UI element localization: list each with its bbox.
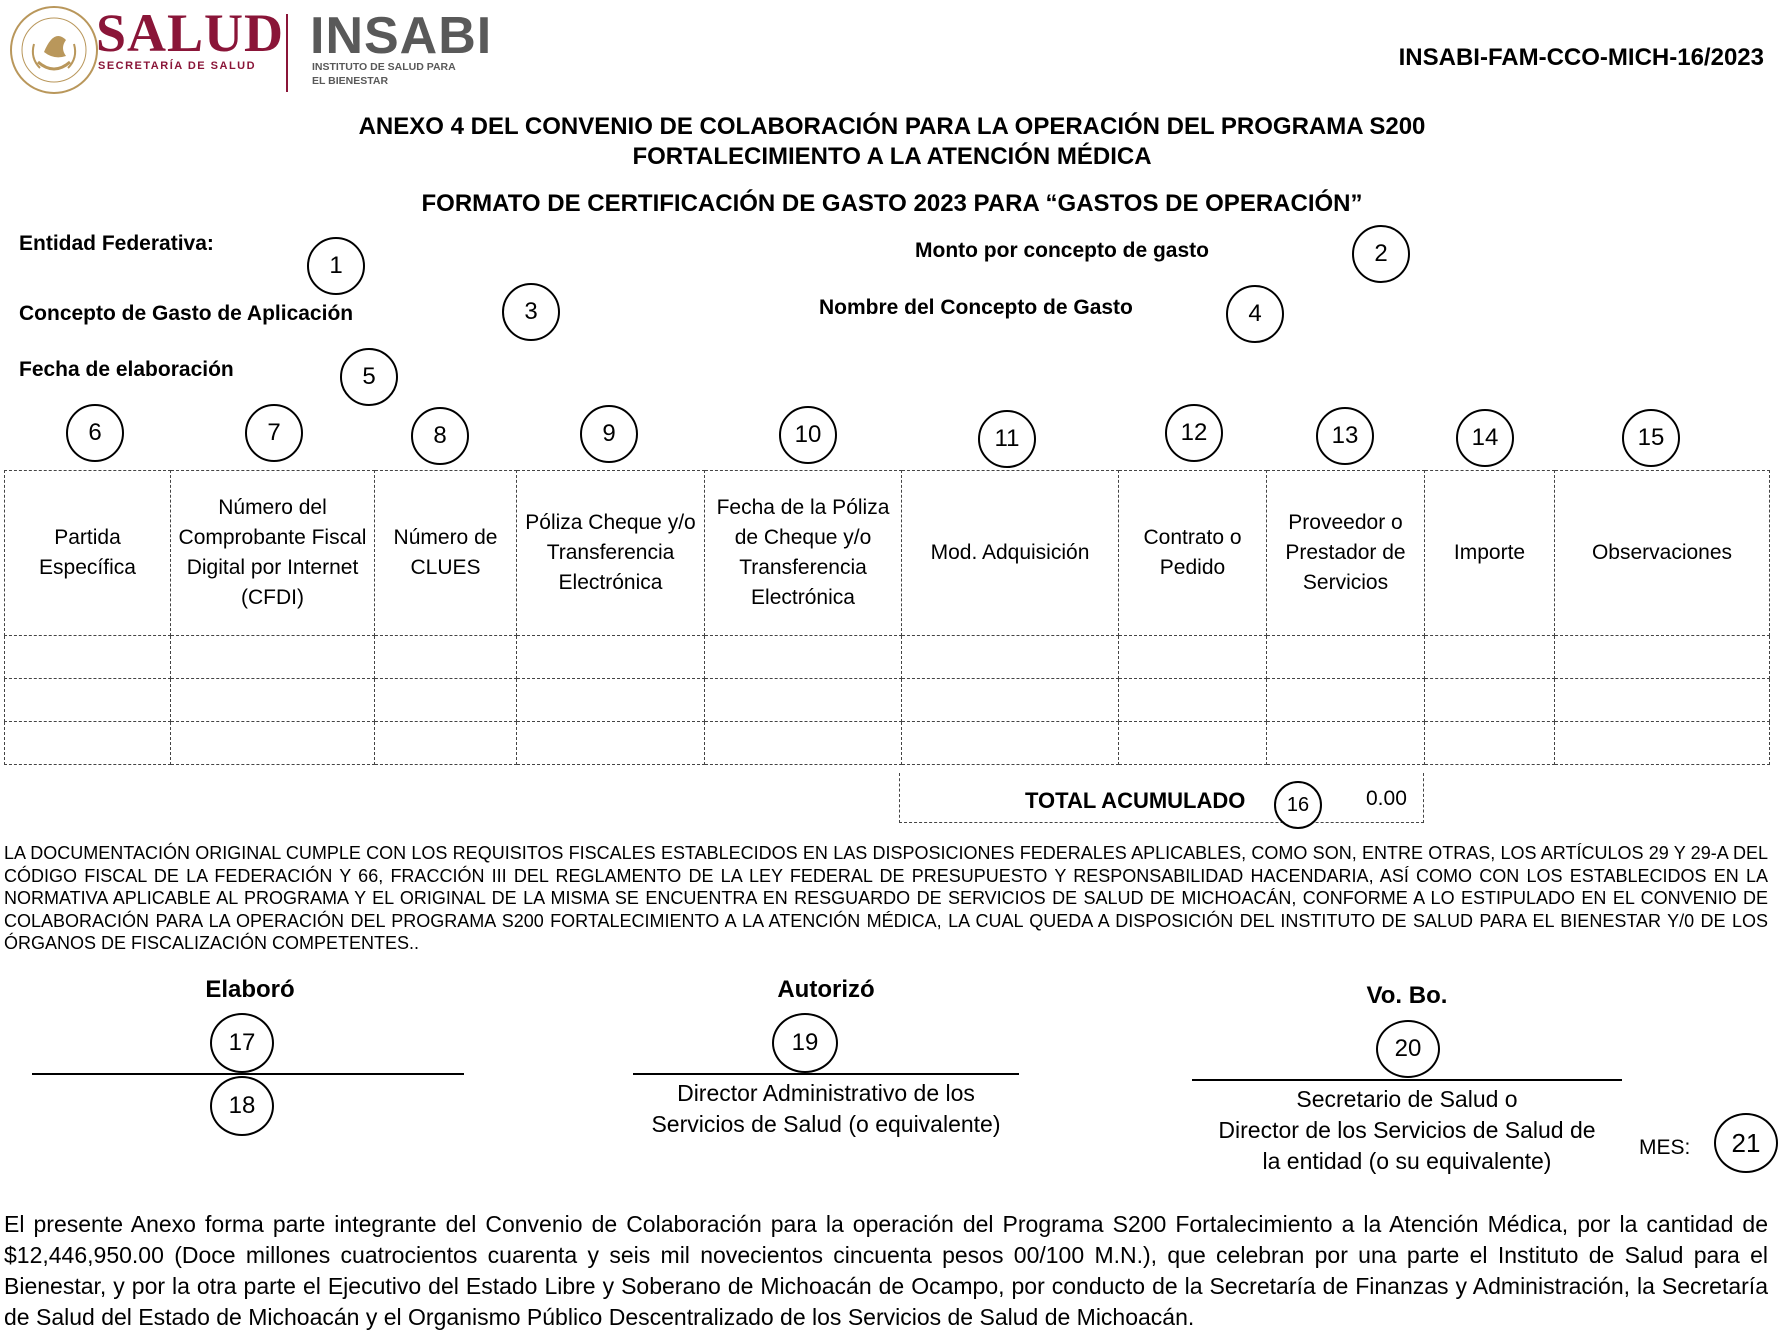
marker-15: 15 bbox=[1622, 409, 1680, 467]
table-cell[interactable] bbox=[516, 721, 705, 765]
table-cell[interactable] bbox=[704, 721, 902, 765]
table-header-row: Partida Específica Número del Comprobant… bbox=[4, 470, 1770, 636]
table-cell[interactable] bbox=[516, 678, 705, 722]
header-importe: Importe bbox=[1424, 470, 1555, 636]
table-cell[interactable] bbox=[4, 721, 171, 765]
mes-label: MES: bbox=[1639, 1136, 1691, 1159]
table-cell[interactable] bbox=[374, 721, 517, 765]
table-cell[interactable] bbox=[704, 635, 902, 679]
table-cell[interactable] bbox=[1554, 678, 1770, 722]
header-cfdi: Número del Comprobante Fiscal Digital po… bbox=[170, 470, 375, 636]
total-value: 0.00 bbox=[1366, 787, 1407, 810]
vobo-role-1: Secretario de Salud o bbox=[1296, 1086, 1518, 1112]
marker-9: 9 bbox=[580, 405, 638, 463]
table-cell[interactable] bbox=[374, 678, 517, 722]
autorizo-signature-line bbox=[633, 1073, 1019, 1075]
salud-logo-subtitle: SECRETARÍA DE SALUD bbox=[98, 60, 257, 72]
vobo-role-2: Director de los Servicios de Salud de bbox=[1218, 1117, 1596, 1143]
table-cell[interactable] bbox=[374, 635, 517, 679]
marker-11: 11 bbox=[978, 410, 1036, 468]
salud-logo-text: SALUD bbox=[96, 3, 285, 63]
nombre-concepto-label: Nombre del Concepto de Gasto bbox=[819, 296, 1133, 319]
footer-text: El presente Anexo forma parte integrante… bbox=[4, 1211, 1768, 1330]
table-cell[interactable] bbox=[1424, 678, 1555, 722]
total-box bbox=[899, 773, 1424, 823]
marker-10: 10 bbox=[779, 406, 837, 464]
table-cell[interactable] bbox=[1118, 721, 1267, 765]
table-cell[interactable] bbox=[4, 678, 171, 722]
mexican-seal-icon bbox=[10, 6, 98, 94]
header-partida: Partida Específica bbox=[4, 470, 171, 636]
header-fecha-poliza: Fecha de la Póliza de Cheque y/o Transfe… bbox=[704, 470, 902, 636]
vobo-role-3: la entidad (o su equivalente) bbox=[1262, 1148, 1552, 1174]
table-cell[interactable] bbox=[4, 635, 171, 679]
autorizo-role-1: Director Administrativo de los bbox=[677, 1080, 975, 1106]
vobo-title: Vo. Bo. bbox=[1366, 982, 1448, 1009]
concepto-label: Concepto de Gasto de Aplicación bbox=[19, 302, 354, 325]
marker-5: 5 bbox=[340, 348, 398, 406]
total-label: TOTAL ACUMULADO bbox=[1025, 788, 1246, 813]
marker-17: 17 bbox=[210, 1013, 274, 1073]
document-code: INSABI-FAM-CCO-MICH-16/2023 bbox=[1398, 44, 1764, 71]
marker-14: 14 bbox=[1456, 409, 1514, 467]
marker-3: 3 bbox=[502, 283, 560, 341]
title-line-2: FORTALECIMIENTO A LA ATENCIÓN MÉDICA bbox=[632, 143, 1152, 170]
table-cell[interactable] bbox=[901, 635, 1119, 679]
header-observaciones: Observaciones bbox=[1554, 470, 1770, 636]
table-cell[interactable] bbox=[170, 678, 375, 722]
marker-4: 4 bbox=[1226, 285, 1284, 343]
marker-19: 19 bbox=[772, 1013, 838, 1073]
header-mod-adquisicion: Mod. Adquisición bbox=[901, 470, 1119, 636]
elaboro-signature-line bbox=[32, 1073, 464, 1075]
table-cell[interactable] bbox=[1554, 635, 1770, 679]
table-row bbox=[4, 678, 1770, 722]
vobo-signature-line bbox=[1192, 1079, 1622, 1081]
header-clues: Número de CLUES bbox=[374, 470, 517, 636]
table-cell[interactable] bbox=[1424, 635, 1555, 679]
table-cell[interactable] bbox=[1266, 635, 1425, 679]
marker-12: 12 bbox=[1165, 404, 1223, 462]
insabi-logo-subtitle-2: EL BIENESTAR bbox=[312, 75, 389, 87]
fecha-label: Fecha de elaboración bbox=[19, 358, 234, 381]
table-cell[interactable] bbox=[170, 635, 375, 679]
marker-8: 8 bbox=[411, 407, 469, 465]
elaboro-title: Elaboró bbox=[205, 976, 295, 1003]
marker-7: 7 bbox=[245, 404, 303, 462]
table-cell[interactable] bbox=[1118, 635, 1267, 679]
marker-6: 6 bbox=[66, 404, 124, 462]
table-cell[interactable] bbox=[516, 635, 705, 679]
title-line-1: ANEXO 4 DEL CONVENIO DE COLABORACIÓN PAR… bbox=[358, 113, 1426, 140]
marker-13: 13 bbox=[1316, 407, 1374, 465]
table-cell[interactable] bbox=[170, 721, 375, 765]
table-cell[interactable] bbox=[704, 678, 902, 722]
insabi-logo-subtitle-1: INSTITUTO DE SALUD PARA bbox=[312, 61, 456, 73]
legal-text: LA DOCUMENTACIÓN ORIGINAL CUMPLE CON LOS… bbox=[4, 843, 1768, 953]
marker-18: 18 bbox=[210, 1076, 274, 1136]
marker-1: 1 bbox=[307, 237, 365, 295]
table-cell[interactable] bbox=[1424, 721, 1555, 765]
table-cell[interactable] bbox=[901, 678, 1119, 722]
header-proveedor: Proveedor o Prestador de Servicios bbox=[1266, 470, 1425, 636]
logo-divider bbox=[286, 14, 288, 92]
expense-table: Partida Específica Número del Comprobant… bbox=[4, 470, 1770, 765]
table-row bbox=[4, 635, 1770, 679]
title-line-3: FORMATO DE CERTIFICACIÓN DE GASTO 2023 P… bbox=[421, 190, 1363, 217]
marker-21: 21 bbox=[1714, 1113, 1778, 1173]
table-row bbox=[4, 721, 1770, 765]
table-cell[interactable] bbox=[1266, 721, 1425, 765]
header-poliza: Póliza Cheque y/o Transferencia Electrón… bbox=[516, 470, 705, 636]
entidad-label: Entidad Federativa: bbox=[19, 232, 214, 255]
table-cell[interactable] bbox=[1118, 678, 1267, 722]
autorizo-title: Autorizó bbox=[777, 976, 875, 1003]
marker-2: 2 bbox=[1352, 225, 1410, 283]
header-contrato: Contrato o Pedido bbox=[1118, 470, 1267, 636]
marker-20: 20 bbox=[1376, 1020, 1440, 1078]
monto-label: Monto por concepto de gasto bbox=[915, 239, 1209, 262]
autorizo-role-2: Servicios de Salud (o equivalente) bbox=[651, 1111, 1001, 1137]
table-cell[interactable] bbox=[1266, 678, 1425, 722]
insabi-logo-text: INSABI bbox=[310, 7, 493, 65]
table-cell[interactable] bbox=[1554, 721, 1770, 765]
table-cell[interactable] bbox=[901, 721, 1119, 765]
marker-16: 16 bbox=[1274, 781, 1322, 829]
